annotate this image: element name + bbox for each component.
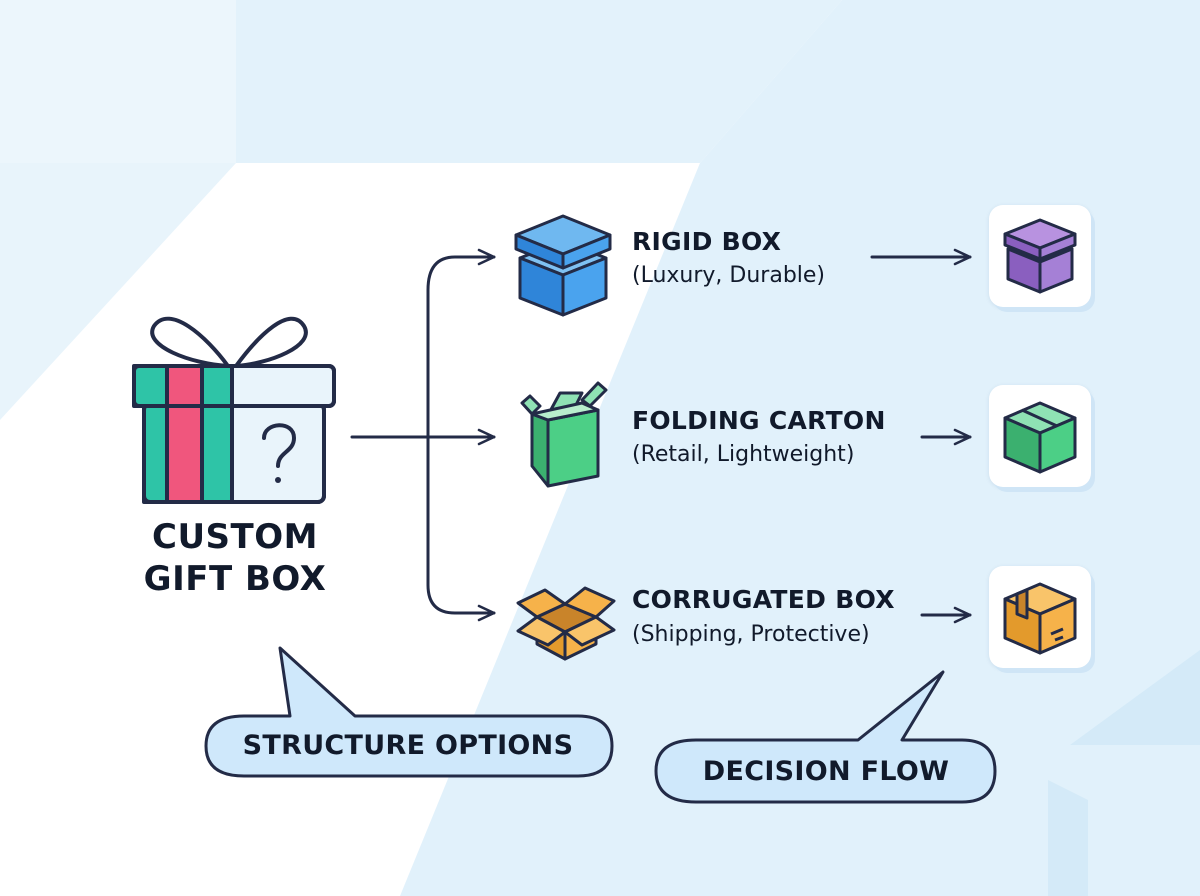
green-cube-box-icon [1003,401,1077,474]
gift-box-question-icon [132,316,336,504]
purple-rigid-box-icon [1003,218,1077,294]
green-open-carton-icon [520,381,608,488]
option-corrugated-subtitle: (Shipping, Protective) [632,622,870,647]
callout-decision-shape [654,670,997,804]
result-tile-rigid [989,205,1091,307]
option-corrugated-title: CORRUGATED BOX [632,585,895,614]
bg-shape-bottom-right [1048,780,1088,896]
bg-shape-top-middle [236,0,842,163]
bg-shape-top-left [0,0,236,163]
bg-shape-left-diagonal [0,163,236,420]
result-tile-folding [989,385,1091,487]
option-rigid-title: RIGID BOX [632,227,782,256]
bg-shape-right-light [1070,650,1200,745]
branch-to-rigid [426,248,496,439]
option-folding-subtitle: (Retail, Lightweight) [632,442,855,467]
orange-shipping-box-icon [1003,582,1077,655]
callout-structure-shape [204,646,614,778]
root-label-line2: GIFT BOX [143,559,327,599]
orange-open-box-icon [516,586,616,661]
blue-rigid-box-icon [514,214,612,317]
result-tile-corrugated [989,566,1091,668]
branch-to-corrugated [426,435,496,622]
callout-decision-flow: DECISION FLOW [702,756,950,787]
option-folding-title: FOLDING CARTON [632,406,886,435]
root-label-line1: CUSTOM [152,517,318,557]
connector-lines [350,248,972,624]
option-rigid-subtitle: (Luxury, Durable) [632,263,826,288]
root-label: CUSTOM GIFT BOX [120,516,350,600]
callout-structure-options: STRUCTURE OPTIONS [242,730,574,761]
